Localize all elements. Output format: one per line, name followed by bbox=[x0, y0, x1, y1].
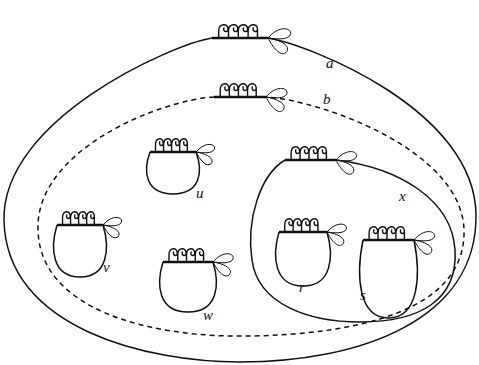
cup-node: x r s bbox=[245, 136, 470, 331]
cup-outline bbox=[30, 72, 470, 342]
node-label: r bbox=[299, 280, 305, 295]
bar bbox=[363, 239, 414, 242]
bar bbox=[163, 261, 213, 264]
crown bbox=[156, 139, 188, 152]
node-label: a bbox=[326, 56, 334, 71]
loops bbox=[103, 217, 122, 237]
bag-outline bbox=[147, 152, 200, 194]
cup-node: v bbox=[45, 200, 120, 285]
loops bbox=[268, 29, 291, 54]
bar bbox=[57, 224, 103, 227]
bag-outline bbox=[4, 38, 476, 362]
loops bbox=[266, 88, 287, 111]
node-label: w bbox=[203, 308, 213, 323]
bar bbox=[279, 231, 327, 234]
bag-outline bbox=[276, 232, 331, 286]
cup-node: w bbox=[130, 240, 220, 328]
bag-outline bbox=[38, 97, 464, 336]
node-label: b bbox=[323, 92, 331, 107]
dashed-region: b u v w x r s bbox=[30, 72, 470, 342]
node-label: x bbox=[399, 189, 406, 204]
crown bbox=[369, 227, 404, 240]
loops bbox=[327, 224, 346, 245]
loops bbox=[414, 232, 435, 255]
loops bbox=[196, 144, 215, 164]
cup-outline bbox=[270, 206, 320, 301]
bar bbox=[285, 159, 336, 162]
cup-outline bbox=[0, 12, 479, 365]
crown bbox=[219, 25, 258, 38]
crown bbox=[169, 249, 204, 262]
bag-outline bbox=[251, 160, 456, 322]
cup-outline bbox=[355, 214, 430, 314]
crown bbox=[63, 212, 95, 225]
bar bbox=[150, 151, 196, 154]
bag-outline bbox=[54, 225, 107, 277]
node-label: u bbox=[196, 186, 204, 201]
loops bbox=[336, 152, 357, 175]
bag-outline bbox=[360, 240, 418, 318]
cup-node: r bbox=[270, 206, 320, 301]
crown bbox=[220, 84, 256, 97]
node-label: v bbox=[103, 260, 110, 275]
crown bbox=[285, 219, 318, 232]
node-label: s bbox=[360, 288, 366, 303]
loops bbox=[213, 254, 233, 276]
bar bbox=[214, 96, 266, 99]
bar bbox=[212, 37, 268, 40]
cup-node: u bbox=[140, 128, 210, 203]
bag-outline bbox=[160, 262, 217, 312]
cup-node: s bbox=[355, 214, 430, 314]
cup-node: a b u v w x r s bbox=[0, 12, 479, 365]
crown bbox=[291, 147, 326, 160]
